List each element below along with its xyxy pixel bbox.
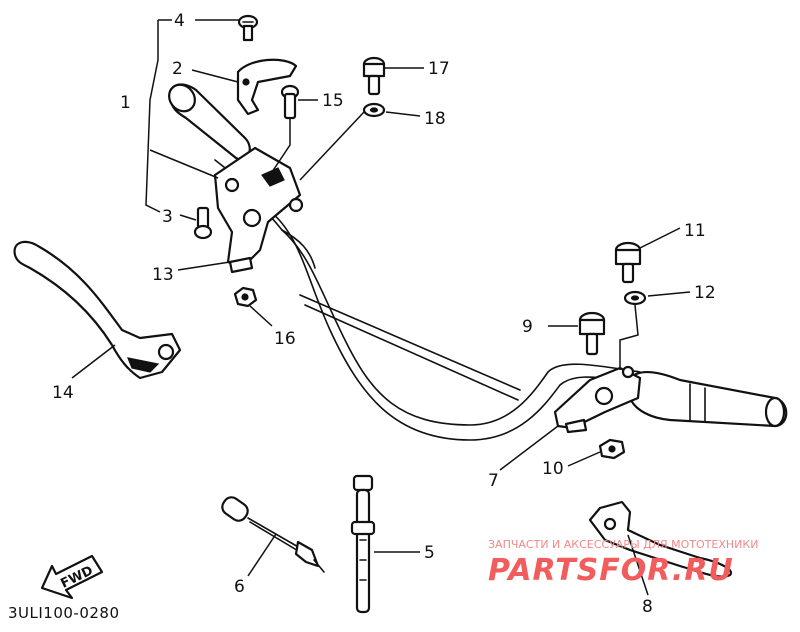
cable-tie bbox=[350, 474, 376, 614]
callout-4: 4 bbox=[174, 11, 185, 31]
callout-1: 1 bbox=[120, 93, 131, 113]
bolt-17 bbox=[362, 56, 386, 96]
diagram-code: 3ULI100-0280 bbox=[8, 604, 120, 622]
callout-18: 18 bbox=[424, 109, 446, 129]
left-lever-holder bbox=[213, 146, 304, 274]
screw-4 bbox=[237, 14, 259, 42]
callout-labels: 1 2 3 4 5 6 7 8 9 10 11 12 13 14 15 16 1… bbox=[52, 11, 716, 617]
cable-6 bbox=[221, 496, 325, 573]
washer-18 bbox=[362, 102, 386, 118]
callout-13: 13 bbox=[152, 265, 174, 285]
bolt-15 bbox=[280, 84, 300, 120]
callout-3: 3 bbox=[162, 207, 173, 227]
brake-lever bbox=[588, 500, 733, 578]
bolt-11 bbox=[614, 241, 642, 284]
nut-10 bbox=[598, 438, 626, 460]
clutch-lever bbox=[13, 240, 182, 380]
left-grip bbox=[168, 83, 251, 161]
watermark-tagline: ЗАПЧАСТИ И АКСЕССУАРЫ ДЛЯ МОТОТЕХНИКИ bbox=[488, 538, 758, 551]
bolt-9 bbox=[578, 311, 606, 356]
bolt-3 bbox=[193, 206, 213, 240]
watermark: ЗАПЧАСТИ И АКСЕССУАРЫ ДЛЯ МОТОТЕХНИКИ PA… bbox=[488, 538, 758, 588]
right-grip bbox=[628, 371, 788, 428]
callout-14: 14 bbox=[52, 383, 74, 403]
leader-lines bbox=[71, 19, 691, 596]
callout-6: 6 bbox=[234, 577, 245, 597]
callout-2: 2 bbox=[172, 59, 183, 79]
callout-15: 15 bbox=[322, 91, 344, 111]
callout-10: 10 bbox=[542, 459, 564, 479]
callout-9: 9 bbox=[522, 317, 533, 337]
watermark-logo: PARTSFOR.RU bbox=[488, 553, 734, 588]
callout-11: 11 bbox=[684, 221, 706, 241]
callout-12: 12 bbox=[694, 283, 716, 303]
callout-16: 16 bbox=[274, 329, 296, 349]
right-lever-holder bbox=[553, 365, 642, 434]
washer-12 bbox=[623, 290, 647, 306]
callout-8: 8 bbox=[642, 597, 653, 617]
callout-7: 7 bbox=[488, 471, 499, 491]
cable-clamp bbox=[236, 58, 298, 116]
callout-17: 17 bbox=[428, 59, 450, 79]
nut-16 bbox=[233, 286, 258, 308]
fwd-arrow-icon: FWD bbox=[40, 554, 104, 600]
callout-5: 5 bbox=[424, 543, 435, 563]
